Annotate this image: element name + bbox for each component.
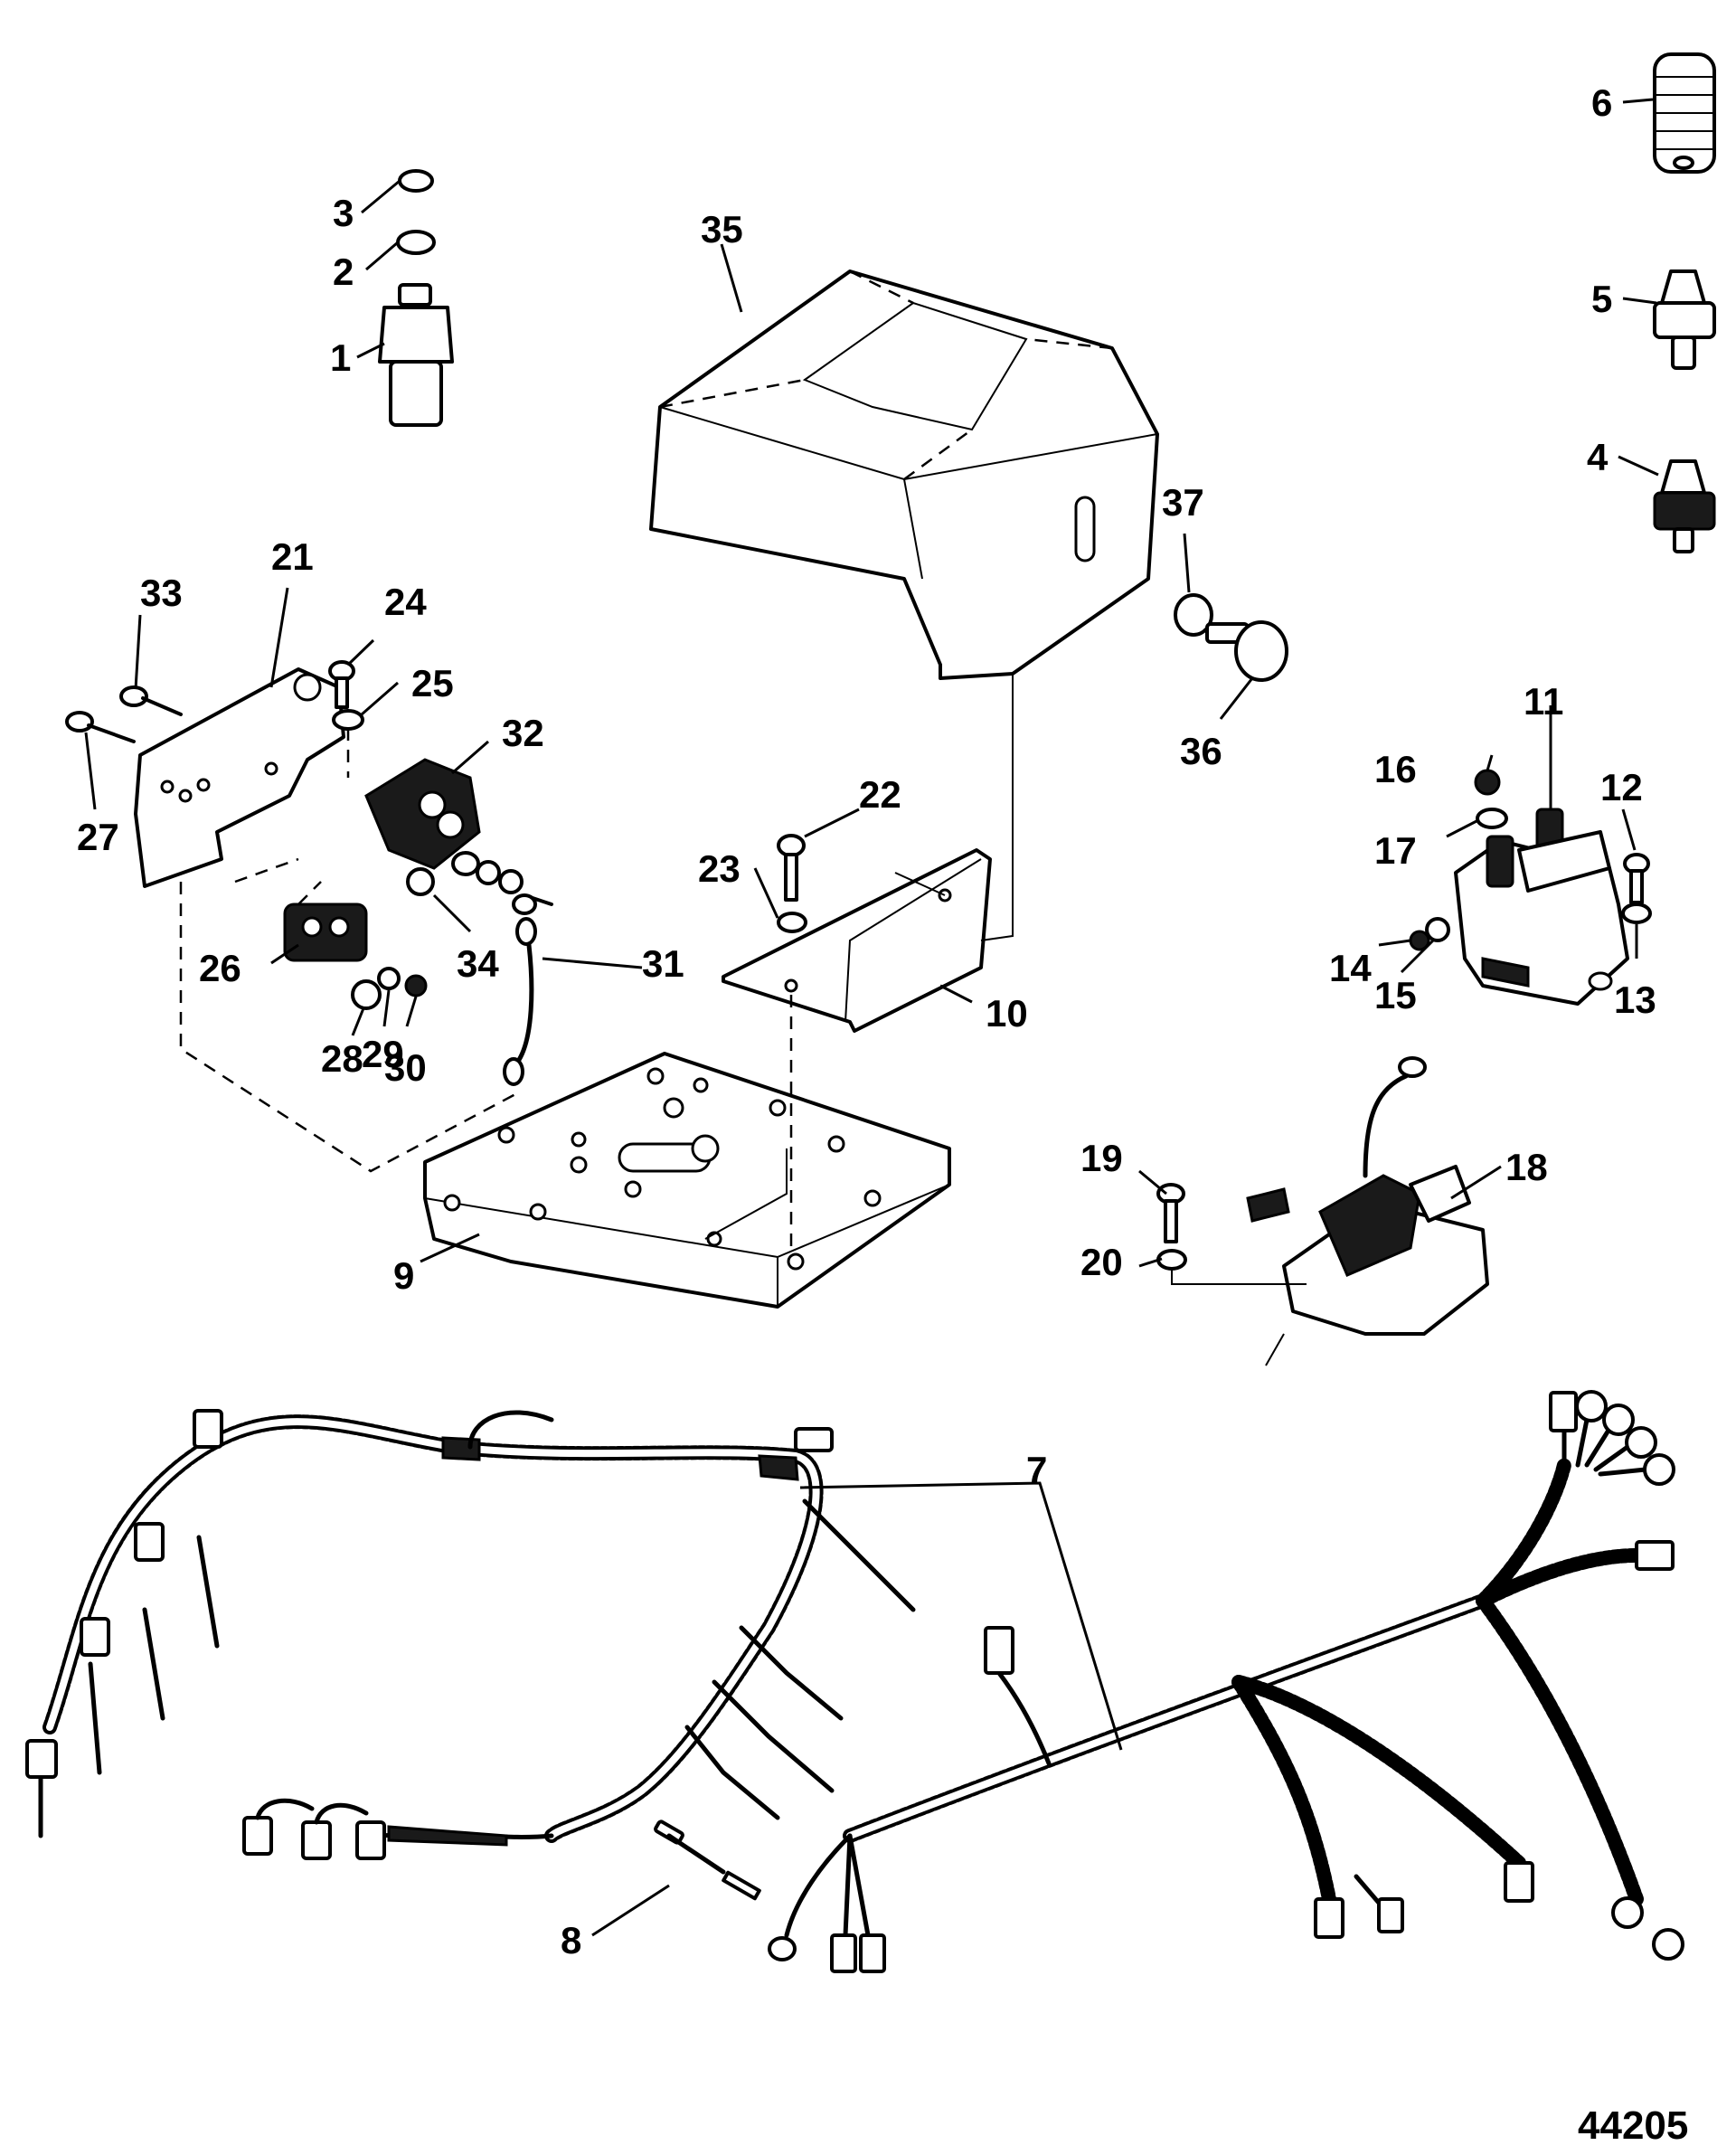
callout-32: 32 <box>502 712 544 754</box>
bracket-part-10 <box>722 848 992 1033</box>
callout-7: 7 <box>1026 1449 1047 1491</box>
leader-lines <box>84 98 1659 1937</box>
callout-9: 9 <box>393 1254 414 1297</box>
callout-21: 21 <box>271 535 314 578</box>
sender-part-4 <box>1653 459 1716 553</box>
electrical-box-cover-part-35 <box>649 269 1159 680</box>
nut-part-34 <box>406 867 435 896</box>
callout-15: 15 <box>1374 974 1417 1016</box>
callout-16: 16 <box>1374 748 1417 790</box>
screw-part-27 <box>65 711 136 743</box>
sender-part-5 <box>1653 269 1716 370</box>
sender-part-1 <box>378 169 454 427</box>
relay-part-18 <box>1246 1056 1489 1336</box>
knob-part-36 <box>1174 593 1288 682</box>
sender-part-6 <box>1653 52 1716 174</box>
washer-part-15 <box>1425 917 1450 942</box>
callout-6: 6 <box>1591 81 1612 124</box>
callout-1: 1 <box>330 336 351 379</box>
nut-part-30 <box>404 974 428 997</box>
washer-part-23 <box>777 912 807 933</box>
glow-plug-part-8 <box>654 1819 761 1901</box>
callout-17: 17 <box>1374 829 1417 872</box>
screw-part-22 <box>777 834 806 902</box>
callout-36: 36 <box>1180 730 1222 772</box>
callout-37: 37 <box>1162 481 1204 524</box>
washer-part-20 <box>1156 1249 1187 1271</box>
switch-part-26 <box>283 903 368 962</box>
figure-number: 44205 <box>1578 2103 1688 2148</box>
callout-20: 20 <box>1080 1241 1123 1283</box>
callout-23: 23 <box>698 847 741 890</box>
callout-26: 26 <box>199 947 241 989</box>
callout-34: 34 <box>457 942 499 985</box>
callout-4: 4 <box>1587 436 1609 478</box>
solenoid-part-11 <box>1454 808 1629 1006</box>
callout-11: 11 <box>1524 680 1563 723</box>
callout-28: 28 <box>321 1037 363 1080</box>
washer-part-17 <box>1476 808 1508 829</box>
washer-part-25 <box>332 709 364 731</box>
glow-plugs <box>38 1498 916 1838</box>
mounting-plate-part-9 <box>423 1052 951 1309</box>
callout-18: 18 <box>1505 1146 1548 1188</box>
callout-13: 13 <box>1614 978 1656 1021</box>
bracket-part-21 <box>134 667 345 888</box>
callout-33: 33 <box>140 572 183 614</box>
callout-2: 2 <box>333 250 354 293</box>
callout-5: 5 <box>1591 278 1612 320</box>
callout-labels: 3 2 1 6 5 4 35 37 36 21 33 27 24 25 32 3… <box>77 81 1656 1961</box>
callout-3: 3 <box>333 192 354 234</box>
washer-part-29 <box>377 967 401 990</box>
callout-29: 29 <box>362 1033 404 1075</box>
screw-part-33 <box>119 685 183 716</box>
connector-cluster <box>25 1409 834 1860</box>
nut-part-16 <box>1474 769 1501 796</box>
washer-part-13 <box>1621 903 1652 924</box>
callout-24: 24 <box>384 581 427 623</box>
callout-22: 22 <box>859 773 901 816</box>
callout-14: 14 <box>1329 947 1372 989</box>
callout-31: 31 <box>642 942 684 985</box>
callout-25: 25 <box>411 662 454 704</box>
callout-12: 12 <box>1600 766 1643 808</box>
screw-part-24 <box>328 660 355 709</box>
screw-part-12 <box>1623 853 1650 904</box>
callout-10: 10 <box>986 992 1028 1035</box>
callout-8: 8 <box>561 1919 581 1961</box>
callout-35: 35 <box>701 208 743 250</box>
callout-27: 27 <box>77 816 119 858</box>
callout-19: 19 <box>1080 1137 1123 1179</box>
wiring-harness-part-7 <box>42 1390 1684 1973</box>
screw-part-19 <box>1156 1183 1185 1243</box>
jumper-wire-part-31 <box>503 917 537 1086</box>
callout-30: 30 <box>384 1046 427 1089</box>
switch-part-32 <box>364 758 553 915</box>
nut-part-28 <box>351 979 382 1010</box>
